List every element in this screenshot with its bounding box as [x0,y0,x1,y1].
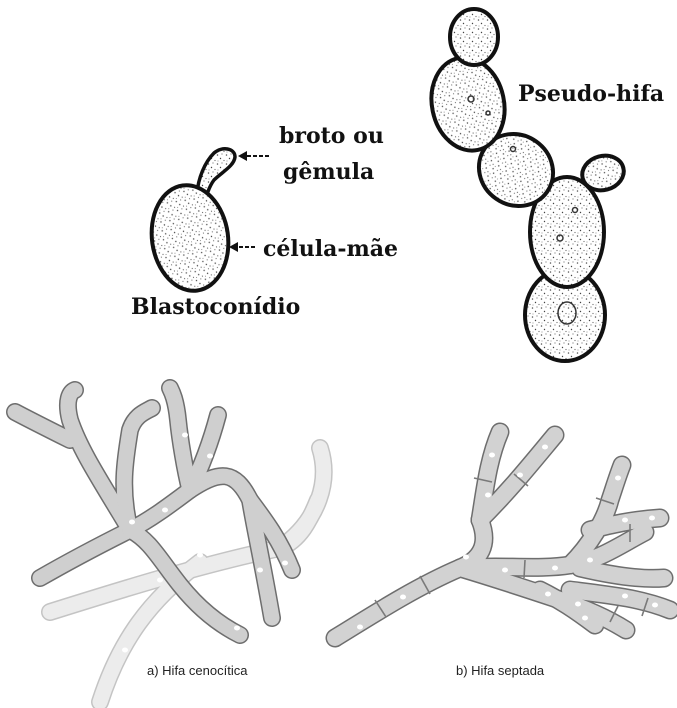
pseudohypha-figure: Pseudo-hifa [423,9,664,361]
coenocytic-caption: a) Hifa cenocítica [147,663,248,678]
septate-hypha [335,432,670,638]
mother-cell [145,180,235,296]
bud-label-line2: gêmula [283,159,374,185]
septate-hypha-figure: b) Hifa septada [335,432,670,678]
mother-cell-arrow [229,242,255,252]
bud-label-line1: broto ou [279,123,384,149]
pseudohypha-label: Pseudo-hifa [518,81,664,107]
septate-caption: b) Hifa septada [456,663,545,678]
mother-cell-label: célula-mãe [263,236,398,262]
blastoconidium-label: Blastoconídio [131,294,300,320]
bud-arrow [238,151,269,161]
blastoconidium-figure: broto ou gêmula célula-mãe Blastoconídio [131,123,398,320]
coenocytic-hypha-figure: a) Hifa cenocítica [15,388,324,702]
pseudohypha-cell [450,9,498,65]
